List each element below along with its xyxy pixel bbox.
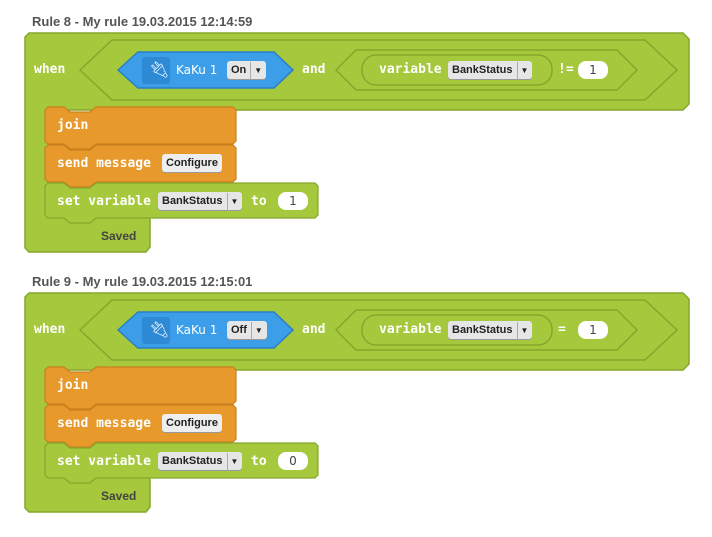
to-label: to (251, 194, 267, 209)
compare-value-input[interactable]: 1 (578, 321, 608, 339)
compare-value-input[interactable]: 1 (578, 61, 608, 79)
join-label: join (57, 378, 89, 393)
state-value: On (231, 64, 247, 76)
rule-block-shapes (24, 292, 690, 513)
rule-2: Rule 9 - My rule 19.03.2015 12:15:01 🔌︎ … (0, 260, 712, 520)
caret-down-icon: ▼ (226, 453, 238, 471)
caret-down-icon: ▼ (250, 62, 262, 80)
operator-label: != (558, 62, 574, 77)
set-variable-value: BankStatus (162, 455, 223, 467)
operator-label: = (558, 322, 566, 337)
rule-title: Rule 8 - My rule 19.03.2015 12:14:59 (32, 14, 253, 29)
when-label: when (34, 62, 66, 77)
set-variable-dropdown[interactable]: BankStatus▼ (158, 452, 243, 471)
variable-label: variable (379, 62, 442, 77)
plug-icon: 🔌︎ (149, 60, 170, 79)
state-dropdown[interactable]: Off▼ (227, 321, 267, 340)
status-label: Saved (101, 489, 137, 503)
variable-label: variable (379, 322, 442, 337)
caret-down-icon: ▼ (516, 62, 528, 80)
set-value-input[interactable]: 0 (278, 452, 308, 470)
status-label: Saved (101, 229, 137, 243)
and-label: and (302, 62, 326, 77)
send-message-label: send message (57, 416, 151, 431)
set-value-input[interactable]: 1 (278, 192, 308, 210)
set-variable-dropdown[interactable]: BankStatus▼ (158, 192, 243, 211)
caret-down-icon: ▼ (226, 193, 238, 211)
configure-button[interactable]: Configure (162, 154, 222, 172)
device-name: KaKu 1 (176, 323, 218, 337)
send-message-label: send message (57, 156, 151, 171)
variable-value: BankStatus (452, 64, 513, 76)
rule-block-shapes (24, 32, 690, 253)
caret-down-icon: ▼ (250, 322, 263, 340)
variable-value: BankStatus (452, 324, 513, 336)
rule-1: Rule 8 - My rule 19.03.2015 12:14:59 🔌︎ … (0, 0, 712, 260)
state-dropdown[interactable]: On▼ (227, 61, 267, 80)
set-variable-label: set variable (57, 194, 151, 209)
to-label: to (251, 454, 267, 469)
variable-dropdown[interactable]: BankStatus▼ (448, 61, 533, 80)
caret-down-icon: ▼ (516, 322, 528, 340)
state-value: Off (231, 324, 247, 336)
and-label: and (302, 322, 326, 337)
set-variable-label: set variable (57, 454, 151, 469)
rule-title: Rule 9 - My rule 19.03.2015 12:15:01 (32, 274, 253, 289)
configure-button[interactable]: Configure (162, 414, 222, 432)
variable-dropdown[interactable]: BankStatus▼ (448, 321, 533, 340)
set-variable-value: BankStatus (162, 195, 223, 207)
when-label: when (34, 322, 66, 337)
plug-icon: 🔌︎ (149, 320, 170, 339)
join-label: join (57, 118, 89, 133)
device-name: KaKu 1 (176, 63, 218, 77)
